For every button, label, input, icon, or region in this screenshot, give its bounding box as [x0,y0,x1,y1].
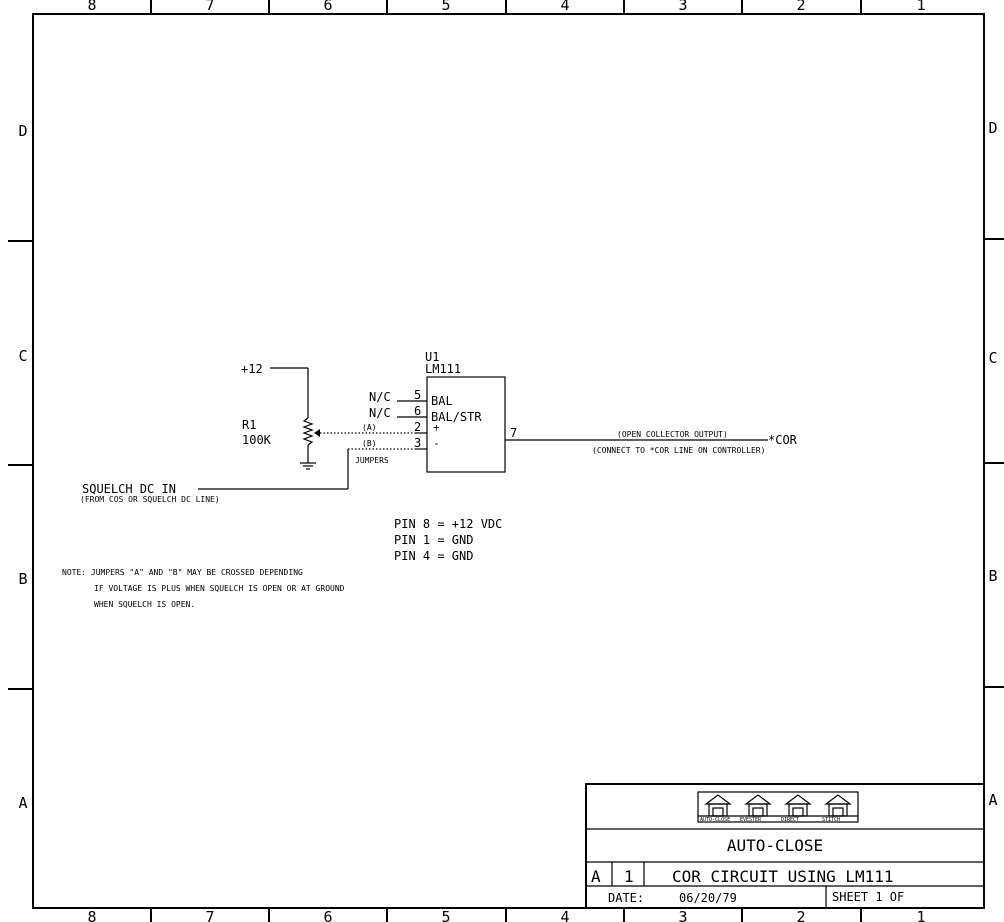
output-note: (CONNECT TO *COR LINE ON CONTROLLER) [592,446,765,455]
logo-label: AUTO-CLOSE [700,817,730,823]
pin-number: 5 [414,388,421,402]
border-row-labels-right: D C B A [988,119,997,809]
column-label: 3 [678,908,687,922]
company-logo: AUTO-CLOSE EVESTER DIRECT STITCH [697,791,859,823]
row-label: D [988,119,997,137]
row-label: A [988,791,997,809]
drawing-title: COR CIRCUIT USING LM111 [672,867,894,886]
row-label: C [18,347,27,365]
pin-net-label: N/C [369,406,391,420]
ic-part: LM111 [425,362,461,376]
row-label: C [988,349,997,367]
pin-note: PIN 1 = GND [394,533,473,547]
border-ticks [8,0,1004,922]
output-pin-number: 7 [510,426,517,440]
pin-name: + [433,421,440,434]
garage-icon [784,794,812,817]
column-label: 6 [323,908,332,922]
jumper-a-label: (A) [362,423,376,432]
output-note: (OPEN COLLECTOR OUTPUT) [617,430,728,439]
row-label: B [988,567,997,585]
revision: 1 [624,867,634,886]
column-label: 6 [323,0,332,14]
border-row-labels-left: D C B A [18,122,27,812]
jumper-b-label: (B) [362,439,376,448]
logo-label: DIRECT [781,817,799,823]
column-label: 1 [916,908,925,922]
column-label: 8 [87,0,96,14]
resistor-value: 100K [242,433,272,447]
column-label: 2 [796,908,805,922]
pin-name: BAL/STR [431,410,482,424]
garage-icon [704,794,732,817]
row-label: B [18,570,27,588]
column-label: 5 [441,0,450,14]
garage-icon [824,794,852,817]
date-label: DATE: [608,891,644,905]
ic-pins: N/C N/C 5 6 2 3 BAL BAL/STR + - [369,388,482,450]
input-sub-label: (FROM COS OR SQUELCH DC LINE) [80,495,220,504]
row-label: A [18,794,27,812]
pin-number: 6 [414,404,421,418]
sheet-number: SHEET 1 OF [832,890,904,904]
sheet-size: A [591,867,601,886]
garage-icon [744,794,772,817]
company-name: AUTO-CLOSE [727,836,823,855]
resistor-r1 [300,417,320,470]
pin-number: 3 [414,436,421,450]
output-label: *COR [768,433,798,447]
column-label: 4 [560,908,569,922]
pin-note: PIN 4 = GND [394,549,473,563]
pin-name: - [433,437,440,450]
border-column-labels-top: 8 7 6 5 4 3 2 1 [87,0,925,14]
column-label: 2 [796,0,805,14]
input-label: SQUELCH DC IN [82,482,176,496]
date-value: 06/20/79 [679,891,737,905]
pin-net-label: N/C [369,390,391,404]
row-label: D [18,122,27,140]
logo-label: EVESTER [740,817,762,823]
pin-note: PIN 8 = +12 VDC [394,517,502,531]
note-line: IF VOLTAGE IS PLUS WHEN SQUELCH IS OPEN … [94,584,345,593]
resistor-ref: R1 [242,418,256,432]
logo-label: STITCH [822,817,840,823]
column-label: 8 [87,908,96,922]
pin-name: BAL [431,394,453,408]
title-block: AUTO-CLOSE EVESTER DIRECT STITCH AUTO-CL… [585,783,985,909]
note-line: WHEN SQUELCH IS OPEN. [94,600,195,609]
jumpers-label: JUMPERS [355,456,389,465]
pin-number: 2 [414,420,421,434]
column-label: 7 [205,0,214,14]
column-label: 1 [916,0,925,14]
column-label: 4 [560,0,569,14]
drawing-frame [32,13,985,909]
column-label: 5 [441,908,450,922]
border-column-labels-bottom: 8 7 6 5 4 3 2 1 [87,908,925,922]
wiper-arrow-icon [314,429,320,437]
column-label: 3 [678,0,687,14]
column-label: 7 [205,908,214,922]
ic-body [426,376,506,473]
power-label: +12 [241,362,263,376]
ic-ref: U1 [425,350,439,364]
note-line: NOTE: JUMPERS "A" AND "B" MAY BE CROSSED… [62,568,303,577]
